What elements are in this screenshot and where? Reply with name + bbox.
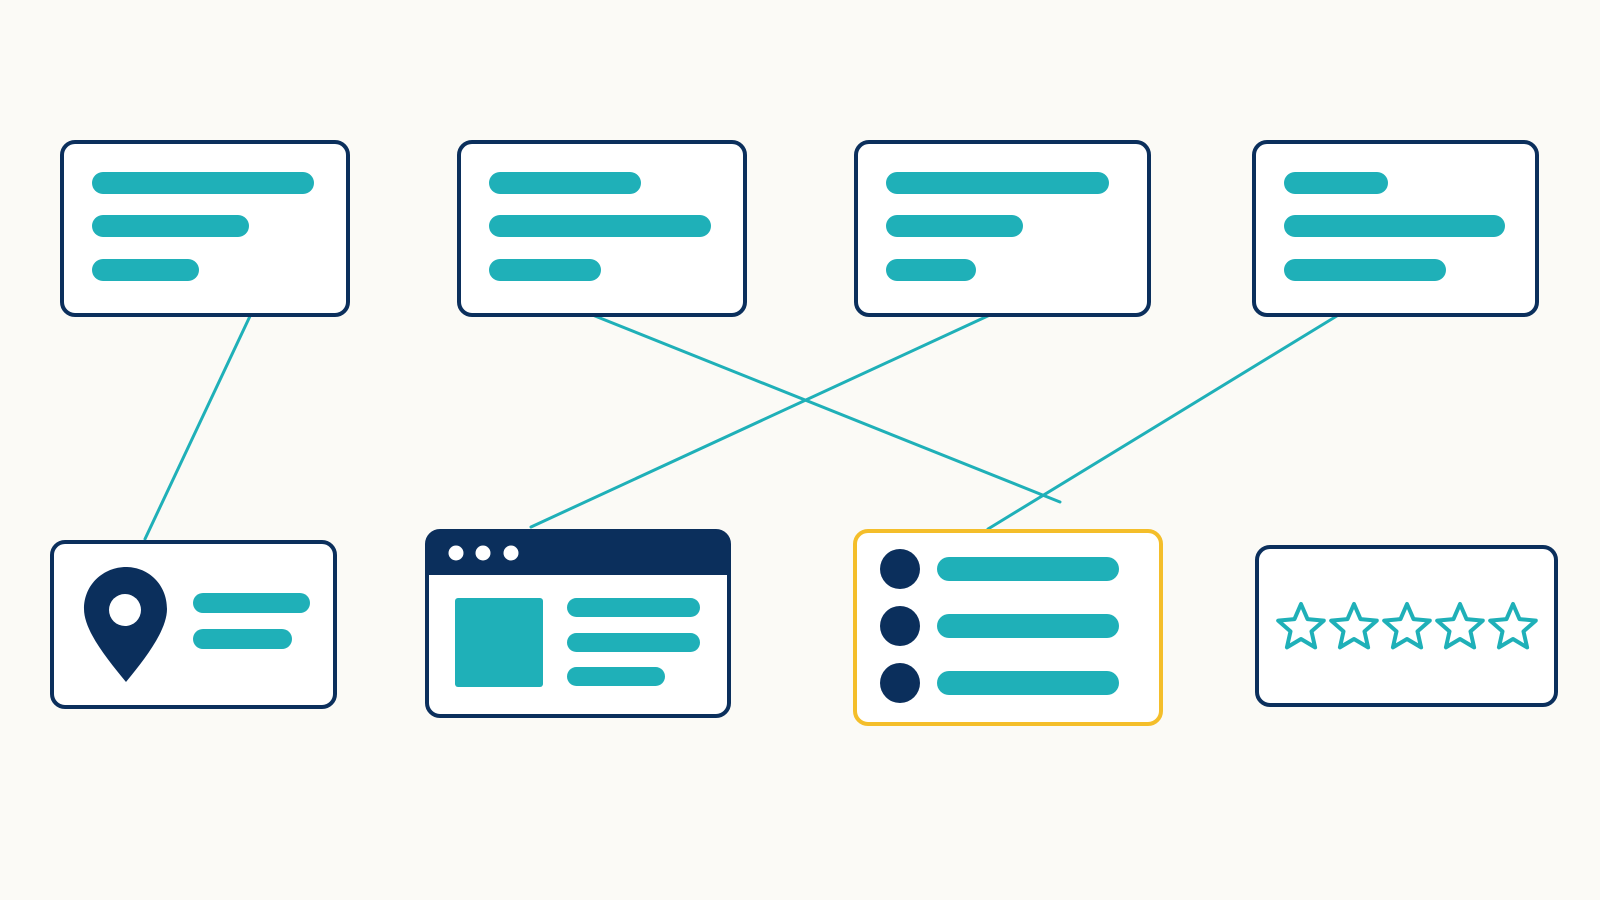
- bullet-list-card[interactable]: [853, 529, 1163, 726]
- text-line: [489, 215, 711, 237]
- connector-lines: [143, 312, 1342, 541]
- text-line: [489, 259, 601, 281]
- text-line: [92, 215, 249, 237]
- text-line: [886, 259, 976, 281]
- connector-card4-list: [986, 312, 1342, 531]
- connector-card3-browser: [529, 312, 994, 529]
- text-line: [193, 629, 292, 649]
- star-icon: [1382, 602, 1432, 650]
- map-pin-icon: [84, 567, 167, 682]
- browser-window-card[interactable]: [425, 529, 731, 718]
- text-line: [886, 172, 1109, 194]
- text-card-3[interactable]: [854, 140, 1151, 317]
- text-line: [567, 667, 665, 686]
- bullet-list-icon: [880, 549, 920, 703]
- text-card-1[interactable]: [60, 140, 350, 317]
- text-line: [193, 593, 310, 613]
- text-line: [567, 633, 700, 652]
- window-dot: [475, 545, 491, 561]
- window-dot: [448, 545, 464, 561]
- text-line: [489, 172, 641, 194]
- text-line: [1284, 215, 1505, 237]
- text-card-4[interactable]: [1252, 140, 1539, 317]
- star-rating: [1276, 602, 1538, 650]
- star-icon: [1329, 602, 1379, 650]
- text-card-2[interactable]: [457, 140, 747, 317]
- window-dot: [503, 545, 519, 561]
- connector-card2-list: [588, 312, 1062, 504]
- text-line: [937, 614, 1119, 638]
- text-line: [92, 259, 199, 281]
- bullet-dot: [880, 606, 920, 646]
- text-line: [1284, 172, 1388, 194]
- text-line: [567, 598, 700, 617]
- rating-card[interactable]: [1255, 545, 1558, 707]
- star-icon: [1435, 602, 1485, 650]
- text-line: [937, 671, 1119, 695]
- star-icon: [1488, 602, 1538, 650]
- bullet-dot: [880, 663, 920, 703]
- location-card[interactable]: [50, 540, 337, 709]
- text-line: [937, 557, 1119, 581]
- image-placeholder: [455, 598, 543, 687]
- connector-card1-location: [143, 312, 253, 541]
- card-frame: [1255, 545, 1558, 707]
- text-line: [1284, 259, 1446, 281]
- star-icon: [1276, 602, 1326, 650]
- bullet-dot: [880, 549, 920, 589]
- text-line: [886, 215, 1023, 237]
- text-line: [92, 172, 314, 194]
